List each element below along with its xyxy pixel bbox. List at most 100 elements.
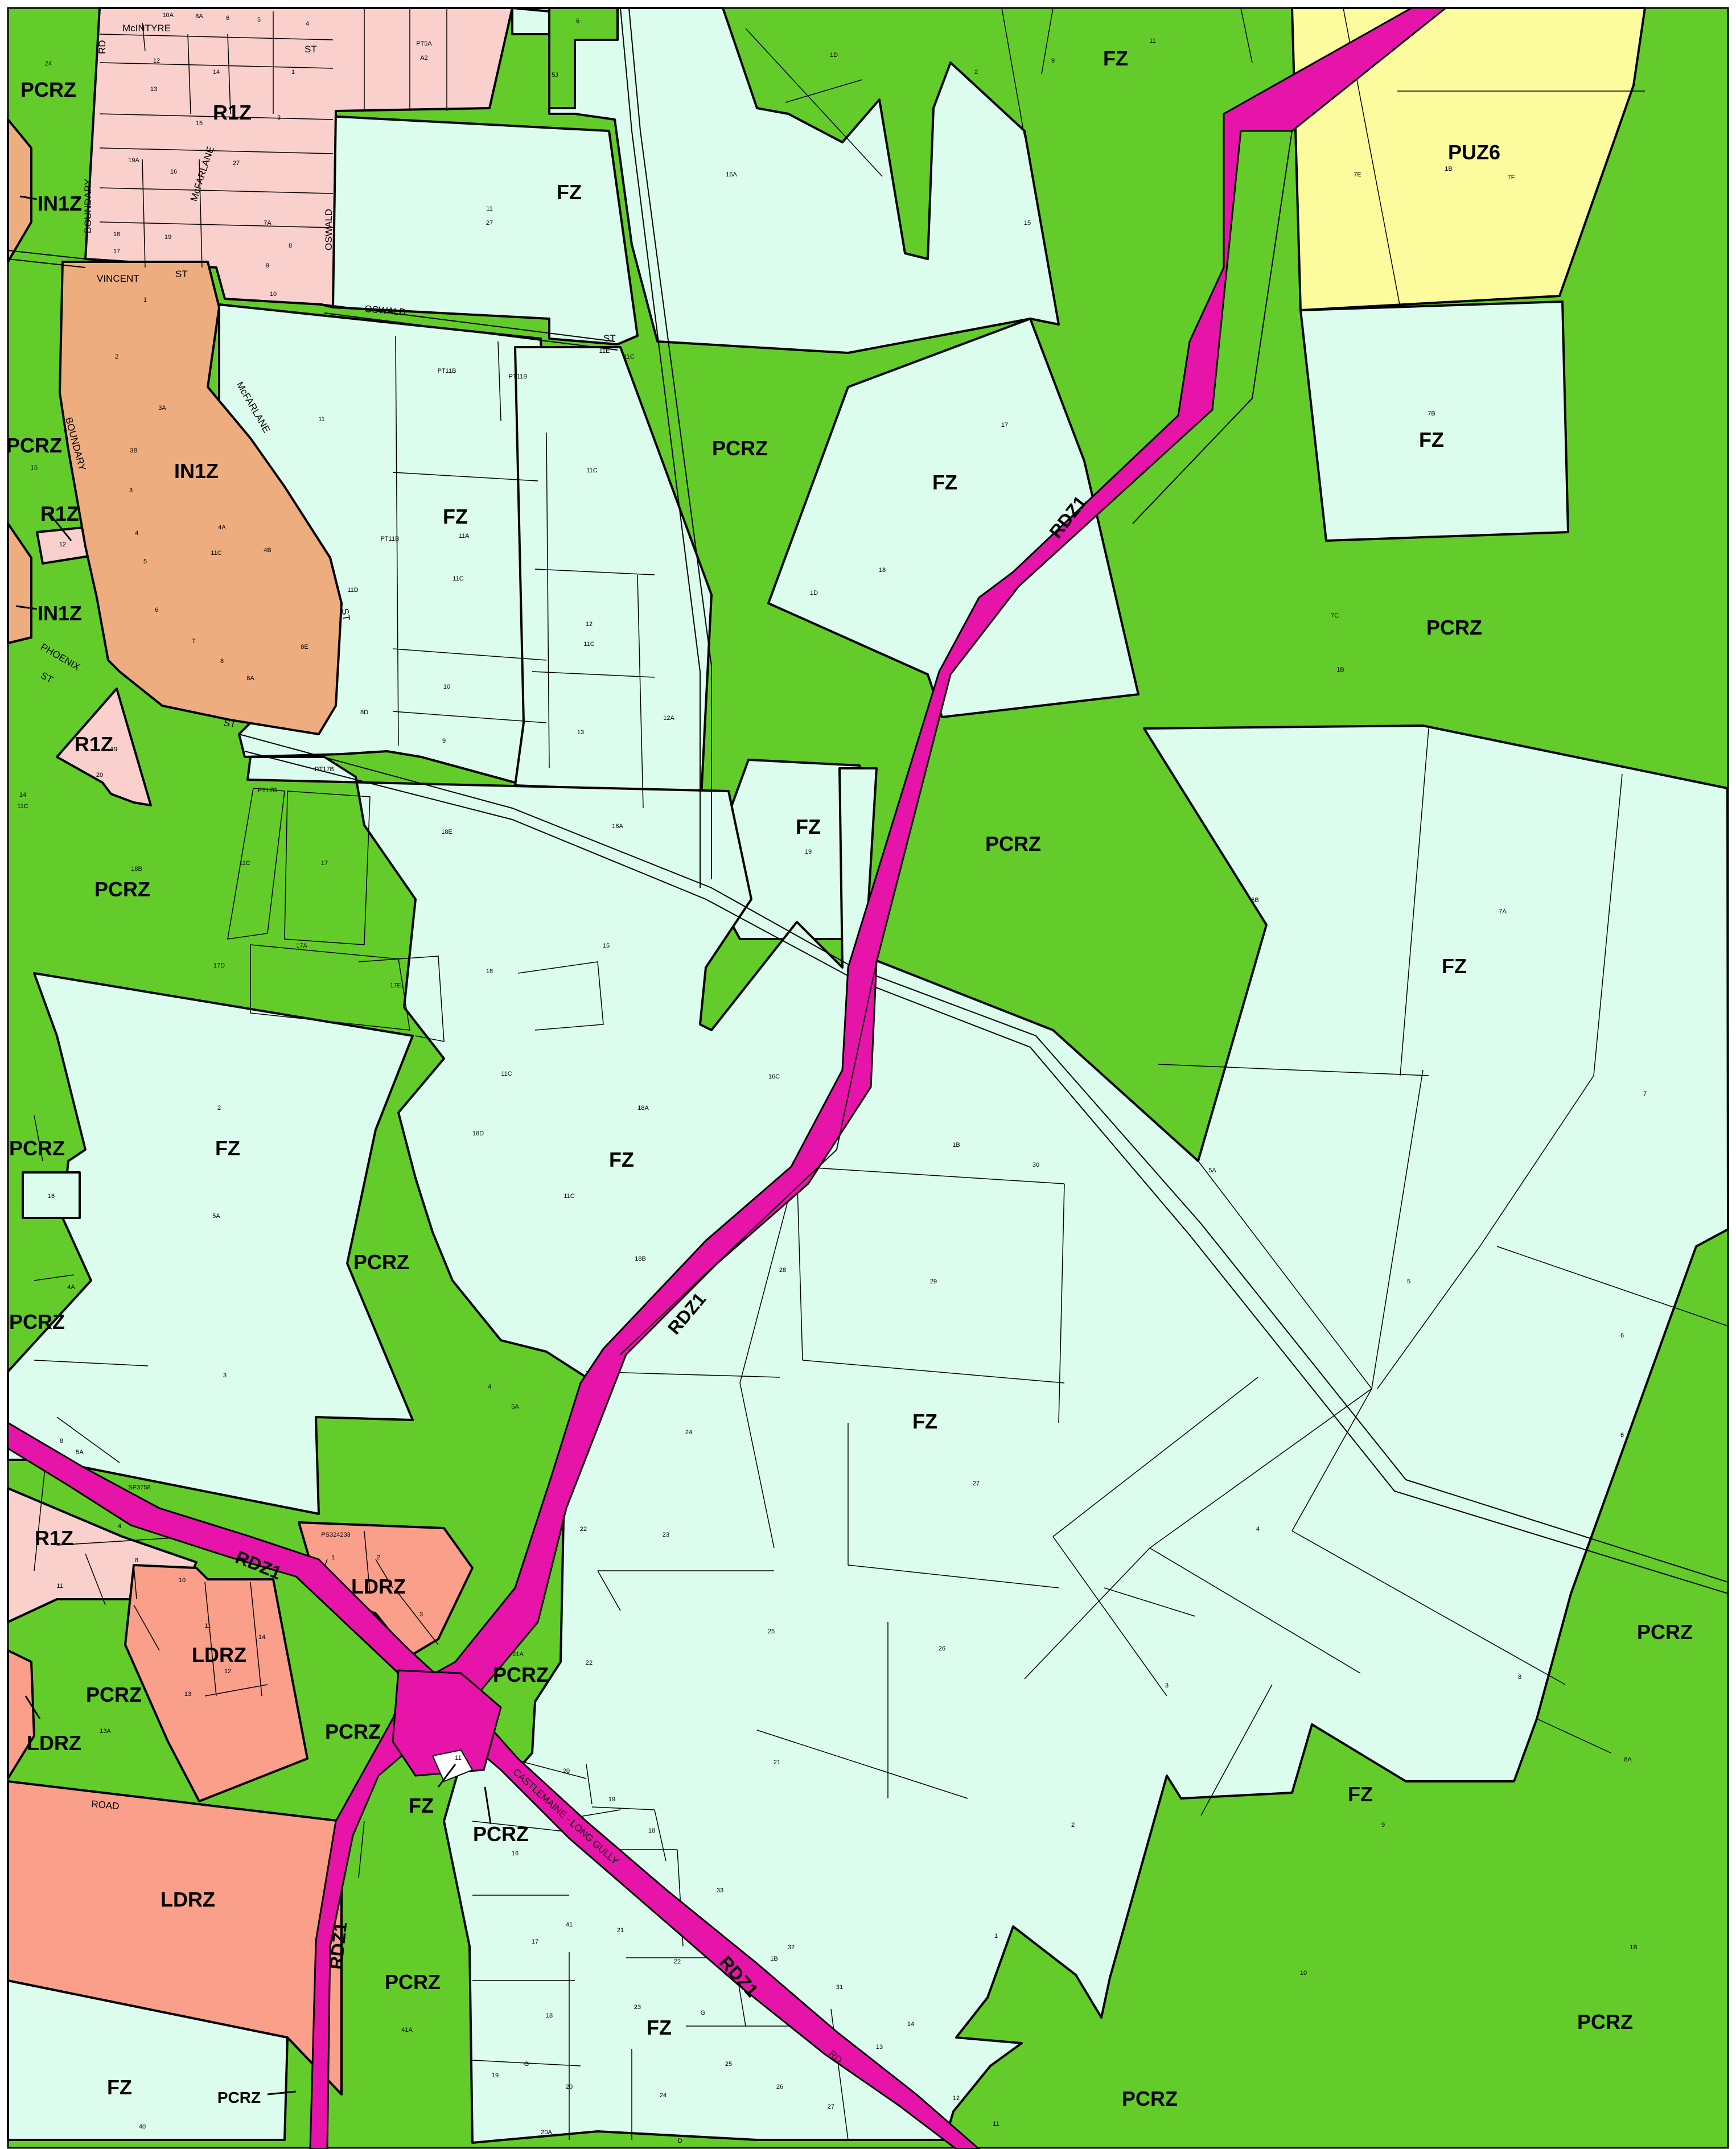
- lot-number: 4: [488, 1384, 491, 1390]
- zone-label-pcrz: PCRZ: [473, 1822, 529, 1846]
- lot-number: 14: [19, 792, 26, 798]
- lot-number: 12: [224, 1668, 231, 1675]
- lot-number: 10A: [162, 12, 174, 19]
- lot-number: 17: [1001, 422, 1008, 429]
- lot-number: PT17B: [258, 787, 277, 794]
- lot-number: 14: [213, 69, 220, 76]
- zone-label-fz: FZ: [443, 505, 468, 528]
- lot-number: 1: [994, 1933, 998, 1940]
- ldrz-middle: [124, 1564, 308, 1802]
- lot-number: 22: [674, 1958, 681, 1965]
- zone-label-pcrz: PCRZ: [385, 1970, 441, 1994]
- zone-label-fz: FZ: [912, 1410, 937, 1433]
- street-label: ST: [339, 607, 352, 621]
- lot-number: 29: [930, 1278, 937, 1285]
- lot-number: 12: [153, 57, 160, 64]
- zone-label-pcrz: PCRZ: [493, 1663, 549, 1686]
- zone-label-pcrz: PCRZ: [94, 878, 150, 901]
- street-label: ST: [305, 44, 317, 55]
- puz6-zone: [1291, 7, 1646, 311]
- lot-number: 4: [118, 1523, 121, 1530]
- lot-number: 20: [566, 2084, 573, 2090]
- lot-number: 15: [1024, 220, 1031, 227]
- zone-label-puz6: PUZ6: [1448, 141, 1500, 164]
- lot-number: 5J: [552, 72, 558, 79]
- lot-number: 18: [546, 2012, 553, 2019]
- zone-label-pcrz: PCRZ: [1637, 1620, 1693, 1644]
- lot-number: 15: [603, 942, 610, 949]
- lot-number: 11: [56, 1583, 63, 1590]
- lot-number: 7A: [264, 220, 271, 227]
- lot-number: 11D: [347, 587, 358, 594]
- lot-number: 19: [492, 2072, 499, 2079]
- zone-label-ldrz: LDRZ: [27, 1731, 81, 1755]
- rdz1-intersection: [392, 1669, 502, 1777]
- lot-number: 8: [135, 1557, 138, 1564]
- lot-number: 18B: [131, 866, 142, 872]
- lot-number: G: [701, 2010, 706, 2016]
- lot-number: 24: [685, 1429, 692, 1436]
- lot-number: 32: [788, 1944, 795, 1951]
- lot-number: 13: [876, 2044, 883, 2051]
- lot-number: 10: [270, 291, 277, 298]
- lot-number: 6: [1620, 1332, 1624, 1339]
- fz-large-center: [246, 724, 1729, 2144]
- lot-number: PT11B: [438, 368, 456, 374]
- lot-number: 2: [974, 69, 978, 76]
- street-label: McINTYRE: [122, 23, 171, 34]
- lot-number: 3B: [130, 447, 137, 454]
- in1z-main: [59, 261, 343, 735]
- lot-number: 11: [993, 2121, 999, 2127]
- lot-number: 17: [113, 248, 120, 255]
- lot-number: 9: [1051, 57, 1055, 64]
- lot-number: 11A: [459, 533, 470, 540]
- lot-number: D: [678, 2138, 682, 2144]
- street-label: ROAD: [91, 1798, 120, 1812]
- lot-number: 23: [663, 1532, 669, 1538]
- lot-number: 2: [217, 1105, 221, 1111]
- lot-number: 8E: [301, 644, 308, 651]
- lot-number: 6: [1620, 1432, 1624, 1439]
- lot-number: 12: [953, 2095, 960, 2102]
- zone-label-in1z: IN1Z: [38, 192, 82, 215]
- lot-number: 11C: [501, 1071, 512, 1077]
- lot-number: PT5A: [416, 40, 432, 47]
- lot-number: 19: [110, 746, 117, 753]
- lot-number: 41: [566, 1921, 573, 1928]
- zone-label-pcrz: PCRZ: [20, 78, 76, 101]
- zone-label-r1z: R1Z: [75, 732, 113, 756]
- lot-number: 27: [233, 160, 240, 167]
- lot-number: 16A: [726, 171, 737, 178]
- lot-number: 7C: [1331, 612, 1339, 619]
- lot-number: PT11B: [509, 373, 528, 380]
- lot-number: 24: [45, 60, 52, 67]
- lot-number: 1B: [1630, 1944, 1637, 1951]
- lot-number: A2: [420, 55, 427, 61]
- lot-number: 13: [577, 729, 584, 736]
- lot-number: 11C: [17, 803, 28, 810]
- lot-number: 1D: [830, 52, 838, 59]
- lot-number: 1B: [770, 1955, 778, 1962]
- lot-number: 18: [113, 231, 120, 238]
- lot-number: 5A: [212, 1213, 220, 1220]
- lot-number: 14: [907, 2021, 914, 2028]
- lot-number: 7A: [1499, 908, 1507, 915]
- ldrz-zones: [7, 1521, 474, 2096]
- zone-label-fz: FZ: [215, 1137, 240, 1160]
- lot-number: SP3758: [128, 1484, 150, 1491]
- lot-number: 13: [184, 1691, 191, 1698]
- lot-number: 18: [486, 968, 493, 975]
- lot-number: 27: [973, 1480, 980, 1487]
- zone-label-r1z: R1Z: [213, 101, 252, 124]
- zone-label-pcrz: PCRZ: [9, 1137, 65, 1160]
- zone-label-pcrz: PCRZ: [9, 1310, 65, 1333]
- lot-number: PT11B: [381, 536, 400, 542]
- fz-small-lot: [22, 1171, 81, 1219]
- lot-number: 7: [192, 638, 195, 645]
- lot-number: 6: [576, 18, 579, 24]
- lot-number: 16: [170, 168, 177, 175]
- lot-number: 8: [289, 242, 292, 249]
- lot-number: 11C: [211, 550, 221, 557]
- zone-label-r1z: R1Z: [35, 1526, 73, 1550]
